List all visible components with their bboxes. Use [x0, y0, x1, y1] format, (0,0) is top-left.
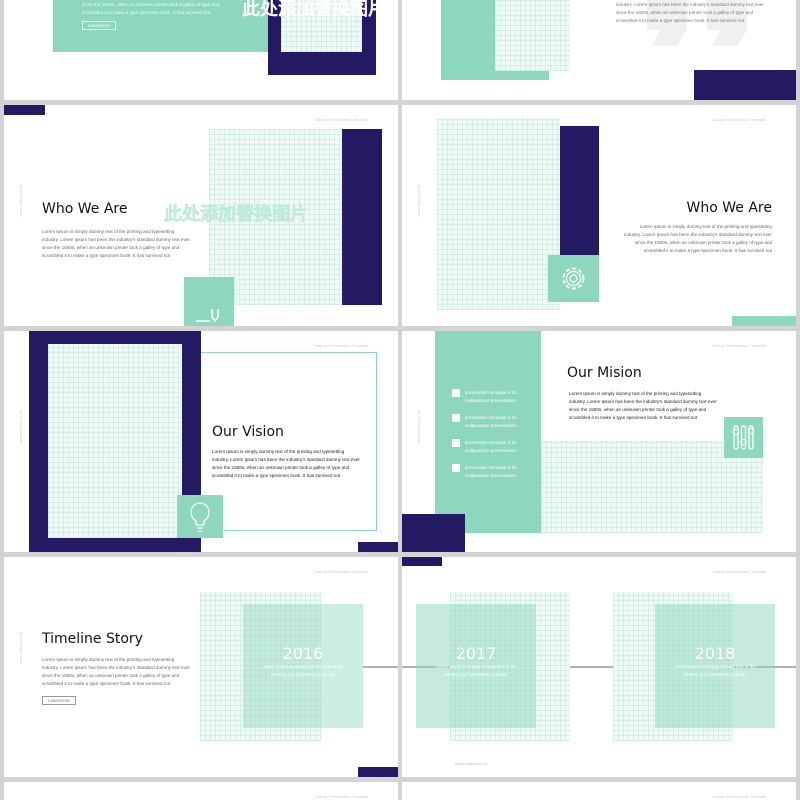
- header-text: Callsop Presentation Template: [314, 117, 369, 122]
- slide-thumbnail-7[interactable]: Callsop Presentation Template www.callso…: [4, 557, 398, 777]
- mint-outline-frame: [201, 352, 377, 531]
- checkbox[interactable]: [452, 389, 460, 397]
- year-description: Lorem Ipsum is simply dummy text of the …: [674, 664, 756, 677]
- body-line: scrambled it to make a type specimen boo…: [616, 18, 745, 23]
- navy-tab: [4, 105, 45, 115]
- header-text: Callsop Presentation Template: [712, 117, 767, 122]
- checkbox[interactable]: [452, 414, 460, 422]
- year-label: 2018: [694, 644, 736, 663]
- slide-thumbnail-9[interactable]: Callsop Presentation Template: [4, 782, 398, 800]
- mint-column: [435, 331, 541, 533]
- side-url: www.callsop.co.id: [18, 185, 23, 217]
- side-url: www.callsop.co.id: [18, 411, 23, 443]
- icon-tile: [724, 417, 763, 458]
- header-text: Callsop Presentation Template: [712, 794, 767, 799]
- side-url: www.callsop.co.id: [416, 185, 421, 217]
- slide-thumbnail-8[interactable]: Callsop Presentation Template 2017 Lorem…: [402, 557, 796, 777]
- header-text: Callsop Presentation Template: [314, 343, 369, 348]
- timeline-line: [363, 666, 398, 668]
- slide-thumbnail-1[interactable]: since the 1500s, when an unknown printer…: [4, 0, 398, 100]
- slide-body: Lorem Ipsum is simply dummy text of the …: [569, 391, 717, 420]
- slide-title: Timeline Story: [42, 631, 143, 647]
- navy-block: [358, 542, 398, 552]
- list-item-text: presentation template is for multipurpos…: [465, 440, 517, 453]
- quote-icon: [647, 0, 747, 46]
- slide-body: Lorem Ipsum is simply dummy text of the …: [42, 657, 190, 686]
- timeline-line: [402, 666, 796, 668]
- navy-tab: [402, 557, 442, 566]
- icon-tile: [177, 495, 223, 538]
- year-card: 2017 Lorem Ipsum is simply dummy text of…: [416, 604, 536, 728]
- navy-block: [358, 767, 398, 777]
- mint-bar: [732, 316, 796, 326]
- footer-url: www.callsop.co.id: [455, 761, 487, 766]
- image-placeholder[interactable]: [437, 118, 560, 310]
- image-placeholder-label: 此处添加替换图片: [164, 204, 309, 224]
- slide-thumbnail-6[interactable]: Callsop Presentation Template www.callso…: [402, 331, 796, 552]
- lightbulb-icon: [190, 502, 210, 532]
- list-item: presentation template is for multipurpos…: [452, 389, 525, 404]
- slide-thumbnail-5[interactable]: Callsop Presentation Template www.callso…: [4, 331, 398, 552]
- year-description: Lorem Ipsum is simply dummy text of the …: [435, 664, 517, 677]
- navy-block: [402, 514, 465, 552]
- list-item-text: presentation template is for multipurpos…: [465, 415, 517, 428]
- checkbox[interactable]: [452, 464, 460, 472]
- body-line: industry. Lorem Ipsum has been the indus…: [616, 2, 764, 7]
- sliders-icon: [732, 425, 755, 450]
- body-line: scrambled it to make a type specimen boo…: [82, 10, 211, 15]
- list-item: presentation template is for multipurpos…: [452, 464, 525, 479]
- slide-body: Lorem Ipsum is simply dummy text of the …: [624, 224, 772, 253]
- image-placeholder[interactable]: [200, 592, 321, 741]
- header-text: Callsop Presentation Template: [712, 343, 767, 348]
- image-placeholder[interactable]: [281, 0, 362, 52]
- navy-bar: [560, 126, 599, 255]
- year-card: 2018 Lorem Ipsum is simply dummy text of…: [655, 604, 775, 728]
- body-text: since the 1500s, when an unknown printer…: [82, 1, 219, 17]
- slide-title: Our Vision: [212, 424, 284, 440]
- list-item-text: presentation template is for multipurpos…: [465, 465, 517, 478]
- slide-title: Our Mision: [567, 365, 642, 381]
- year-label: 2016: [282, 644, 324, 663]
- slide-thumbnail-2[interactable]: industry. Lorem Ipsum has been the indus…: [402, 0, 796, 100]
- pen-icon: [196, 309, 219, 323]
- gear-icon: [562, 267, 585, 290]
- side-url: www.callsop.co.id: [416, 411, 421, 443]
- list-item: presentation template is for multipurpos…: [452, 439, 525, 454]
- list-item: presentation template is for multipurpos…: [452, 414, 525, 429]
- header-text: Callsop Presentation Template: [314, 569, 369, 574]
- icon-tile: [184, 277, 234, 326]
- header-text: Callsop Presentation Template: [712, 569, 767, 574]
- learn-more-button[interactable]: Learnmore: [82, 21, 116, 30]
- icon-tile: [548, 255, 599, 302]
- slide-thumbnail-10[interactable]: Callsop Presentation Template: [402, 782, 796, 800]
- body-line: since the 1500s, when an unknown printer…: [82, 2, 220, 7]
- body-text: industry. Lorem Ipsum has been the indus…: [616, 1, 764, 25]
- slide-thumbnail-3[interactable]: Callsop Presentation Template www.callso…: [4, 105, 398, 326]
- image-placeholder[interactable]: [48, 344, 182, 538]
- mint-panel: [53, 0, 271, 52]
- slide-title: Who We Are: [42, 201, 128, 217]
- year-card: 2016 Lorem Ipsum is simply dummy text of…: [243, 604, 363, 728]
- navy-block: [694, 70, 796, 100]
- slide-body: Lorem Ipsum is simply dummy text of the …: [42, 229, 190, 258]
- year-label: 2017: [455, 644, 497, 663]
- checkbox[interactable]: [452, 439, 460, 447]
- body-line: since the 1500s, when an unknown printer…: [616, 10, 754, 15]
- image-placeholder[interactable]: [495, 0, 570, 71]
- list-item-text: presentation template is for multipurpos…: [465, 390, 517, 403]
- year-description: Lorem Ipsum is simply dummy text of the …: [262, 664, 344, 677]
- slide-title: Who We Are: [686, 200, 772, 216]
- navy-bar: [342, 129, 382, 305]
- image-placeholder[interactable]: [209, 129, 342, 305]
- slide-thumbnail-4[interactable]: Callsop Presentation Template www.callso…: [402, 105, 796, 326]
- header-text: Callsop Presentation Template: [314, 794, 369, 799]
- slide-body: Lorem Ipsum is simply dummy text of the …: [212, 449, 360, 478]
- learn-more-button[interactable]: Learnmore: [42, 696, 76, 705]
- image-placeholder-label: 此处添加替换图片: [242, 0, 386, 19]
- side-url: www.callsop.co.id: [18, 632, 23, 664]
